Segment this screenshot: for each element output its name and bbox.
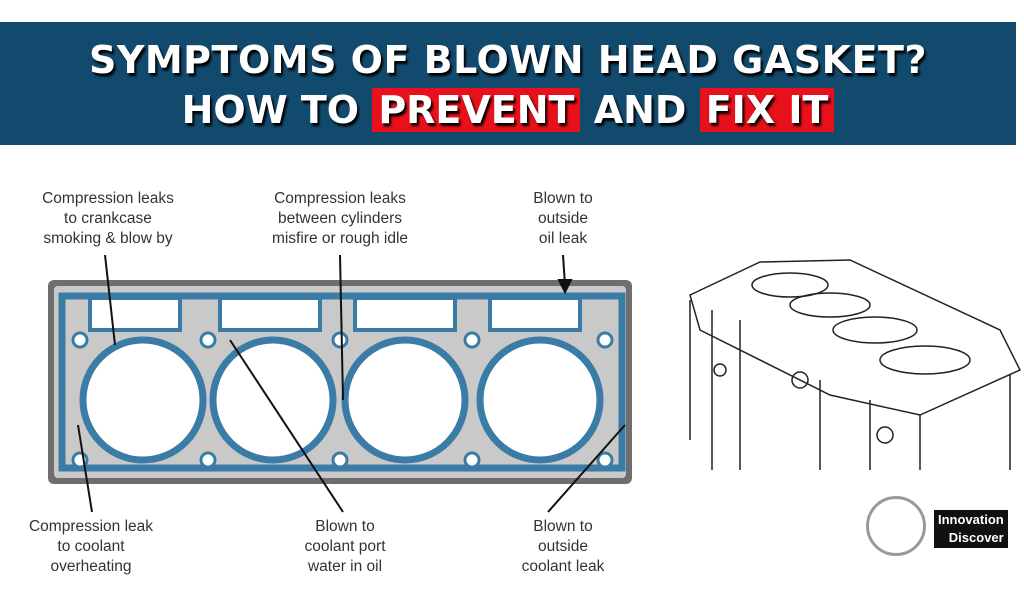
- pointer-lines: [77, 254, 626, 513]
- logo-line: Innovation: [938, 512, 1004, 527]
- title-banner: SYMPTOMS OF BLOWN HEAD GASKET? HOW TO PR…: [0, 22, 1016, 145]
- label-outside-coolant-leak: Blown to outside coolant leak: [453, 517, 673, 577]
- title-line-2: HOW TO PREVENT AND FIX IT: [0, 88, 1016, 132]
- label-line: to crankcase: [64, 210, 152, 227]
- label-line: coolant port: [304, 538, 386, 555]
- label-compression-crankcase: Compression leaks to crankcase smoking & b…: [0, 189, 218, 249]
- label-coolant-port: Blown to coolant port water in oil: [235, 517, 455, 577]
- label-line: overheating: [50, 558, 132, 575]
- label-line: Compression leak: [28, 518, 154, 535]
- title-highlight-prevent: PREVENT: [372, 88, 581, 132]
- label-compression-between-cylinders: Compression leaks between cylinders misfir…: [230, 189, 450, 249]
- label-line: Blown to: [315, 518, 375, 535]
- label-line: Blown to: [533, 190, 593, 207]
- label-compression-coolant: Compression leak to coolant overheating: [0, 517, 201, 577]
- label-line: between cylinders: [277, 210, 403, 227]
- label-line: misfire or rough idle: [271, 230, 409, 247]
- label-line: Compression leaks: [42, 190, 174, 207]
- engine-block-sketch: [689, 259, 1022, 470]
- title-highlight-fix: FIX IT: [699, 88, 835, 132]
- title-line-1: SYMPTOMS OF BLOWN HEAD GASKET?: [88, 38, 928, 82]
- label-line: to coolant: [57, 538, 125, 555]
- title-text: HOW TO: [181, 88, 360, 132]
- label-line: Compression leaks: [274, 190, 406, 207]
- label-line: outside: [538, 210, 588, 227]
- label-line: coolant leak: [521, 558, 605, 575]
- label-line: water in oil: [307, 558, 383, 575]
- logo-icon: [866, 496, 926, 556]
- label-line: smoking & blow by: [43, 230, 173, 247]
- label-line: outside: [538, 538, 588, 555]
- head-gasket: [48, 280, 632, 484]
- logo-text: Innovation Discover: [934, 510, 1008, 548]
- label-outside-oil-leak: Blown to outside oil leak: [453, 189, 673, 249]
- label-line: Blown to: [533, 518, 593, 535]
- logo-line: Discover: [948, 530, 1004, 545]
- label-line: oil leak: [538, 230, 588, 247]
- title-text: AND: [593, 88, 687, 132]
